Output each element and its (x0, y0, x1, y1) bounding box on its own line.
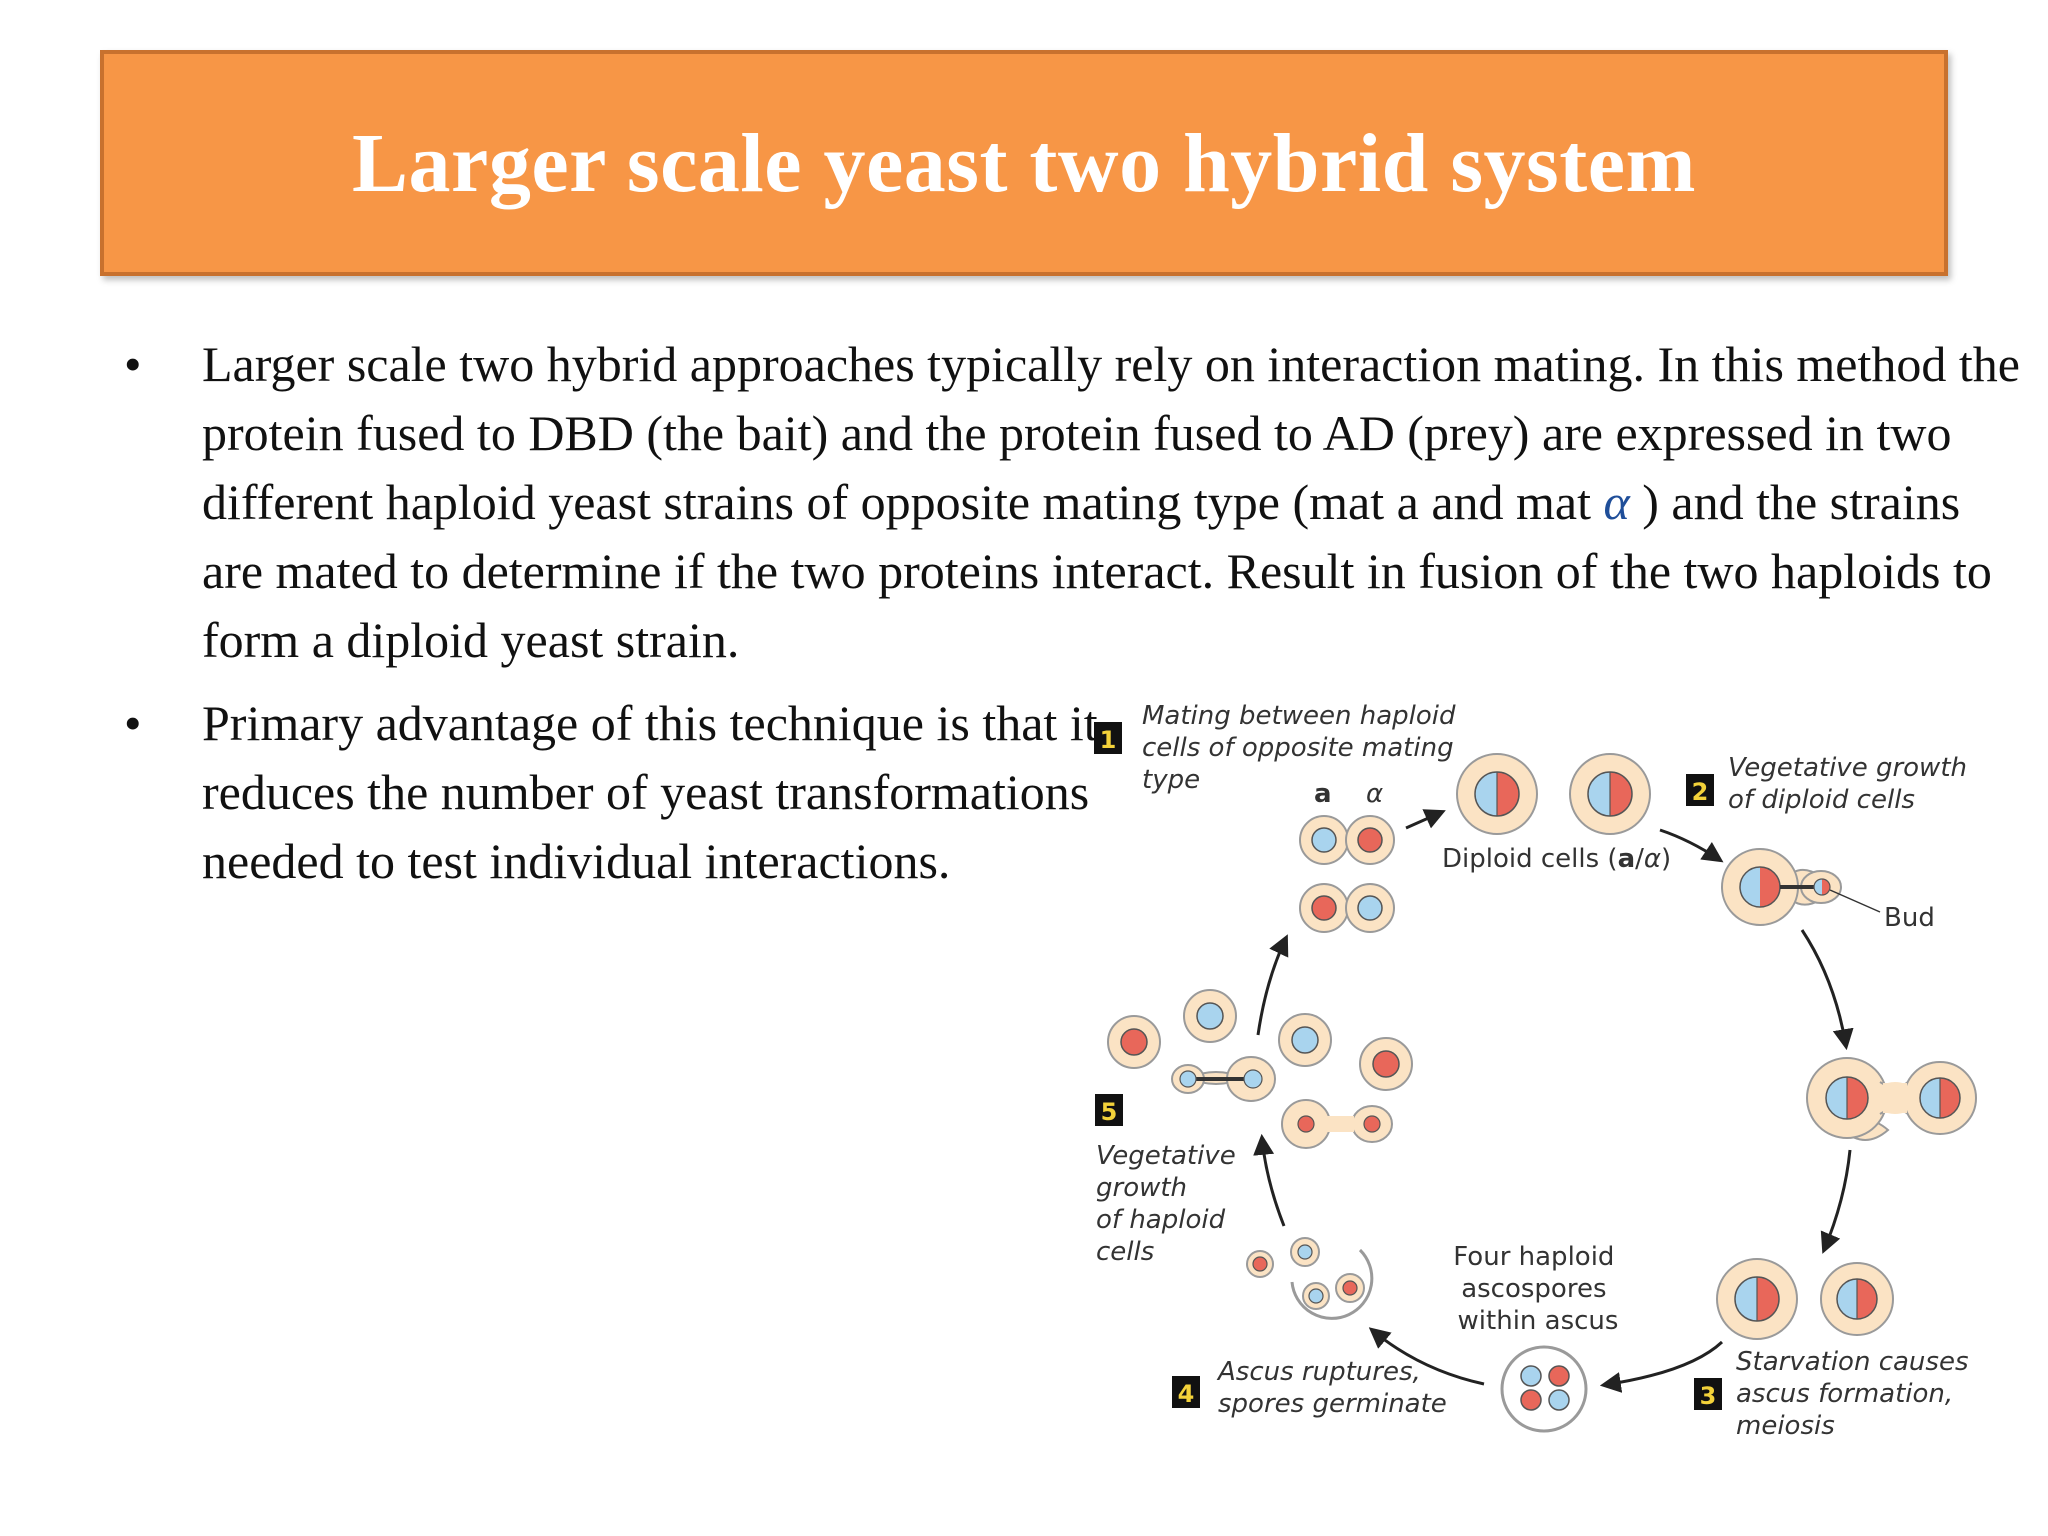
arrow-to-ascus (1599, 1340, 1724, 1393)
ascospores-label: Four haploid ascospores within ascus (1453, 1242, 1622, 1336)
step-5-badge: 5 (1095, 1094, 1123, 1126)
step-5-label: Vegetative growth of haploid cells (1096, 1141, 1244, 1267)
bullet-list: • Larger scale two hybrid approaches typ… (118, 330, 2020, 896)
svg-text:2: 2 (1692, 778, 1709, 806)
bullet-marker: • (124, 695, 142, 751)
diploid-cell-1 (1456, 753, 1538, 835)
diploid-cell-2 (1569, 753, 1651, 835)
step-2-label: Vegetative growth of diploid cells (1728, 753, 1975, 815)
bullet-item-2: • Primary advantage of this technique is… (118, 689, 1232, 896)
slide-title: Larger scale yeast two hybrid system (352, 116, 1696, 210)
svg-text:3: 3 (1700, 1382, 1717, 1410)
arrow-to-diploid (1405, 809, 1446, 830)
arrow-to-mating (1256, 934, 1289, 1036)
step-1-label: Mating between haploid cells of opposite… (1142, 701, 1464, 795)
bud-label: Bud (1884, 903, 1935, 933)
haploid-growth-cells (1107, 989, 1413, 1149)
budding-cell (1721, 848, 1842, 926)
bullet-2-text: Primary advantage of this technique is t… (202, 695, 1098, 889)
starvation-cell-1 (1716, 1258, 1798, 1340)
step-4-badge: 4 (1172, 1376, 1200, 1408)
ascus (1500, 1345, 1588, 1433)
step-4-label: Ascus ruptures, spores germinate (1216, 1357, 1447, 1419)
step-3-label: Starvation causes ascus formation, meios… (1736, 1347, 1977, 1441)
divided-cells (1806, 1057, 1977, 1139)
arrow-to-starvation (1820, 1149, 1852, 1254)
diploid-cells-label: Diploid cells (a/α) (1442, 844, 1671, 874)
step-3-badge: 3 (1694, 1378, 1722, 1410)
arrow-to-germination (1368, 1327, 1485, 1386)
mating-type-alpha-label: α (1366, 779, 1383, 809)
step-1-badge: 1 (1094, 722, 1122, 754)
bullet-item-1: • Larger scale two hybrid approaches typ… (118, 330, 2022, 675)
arrow-to-dividing (1800, 929, 1854, 1051)
bud-leader-line (1829, 889, 1881, 913)
bullet-1-text-part-1: Larger scale two hybrid approaches typic… (202, 336, 2020, 530)
svg-text:5: 5 (1101, 1098, 1118, 1126)
ruptured-ascus (1246, 1237, 1374, 1320)
mating-type-a-label: a (1314, 779, 1332, 809)
step-2-badge: 2 (1686, 774, 1714, 806)
svg-text:4: 4 (1178, 1380, 1195, 1408)
alpha-symbol: α (1603, 474, 1630, 530)
haploid-pair-bottom (1299, 883, 1395, 933)
svg-text:1: 1 (1100, 726, 1117, 754)
arrow-to-budding (1659, 828, 1724, 863)
bullet-1-text-part-2: ) and the strains are mated to determine… (202, 474, 1992, 668)
arrow-to-haploid-growth (1253, 1133, 1286, 1227)
yeast-life-cycle-diagram: 1 Mating between haploid cells of opposi… (1094, 701, 1977, 1441)
title-banner: Larger scale yeast two hybrid system (100, 50, 1948, 276)
starvation-cell-2 (1820, 1262, 1894, 1336)
haploid-pair-top (1299, 815, 1395, 865)
bullet-marker: • (124, 336, 142, 392)
